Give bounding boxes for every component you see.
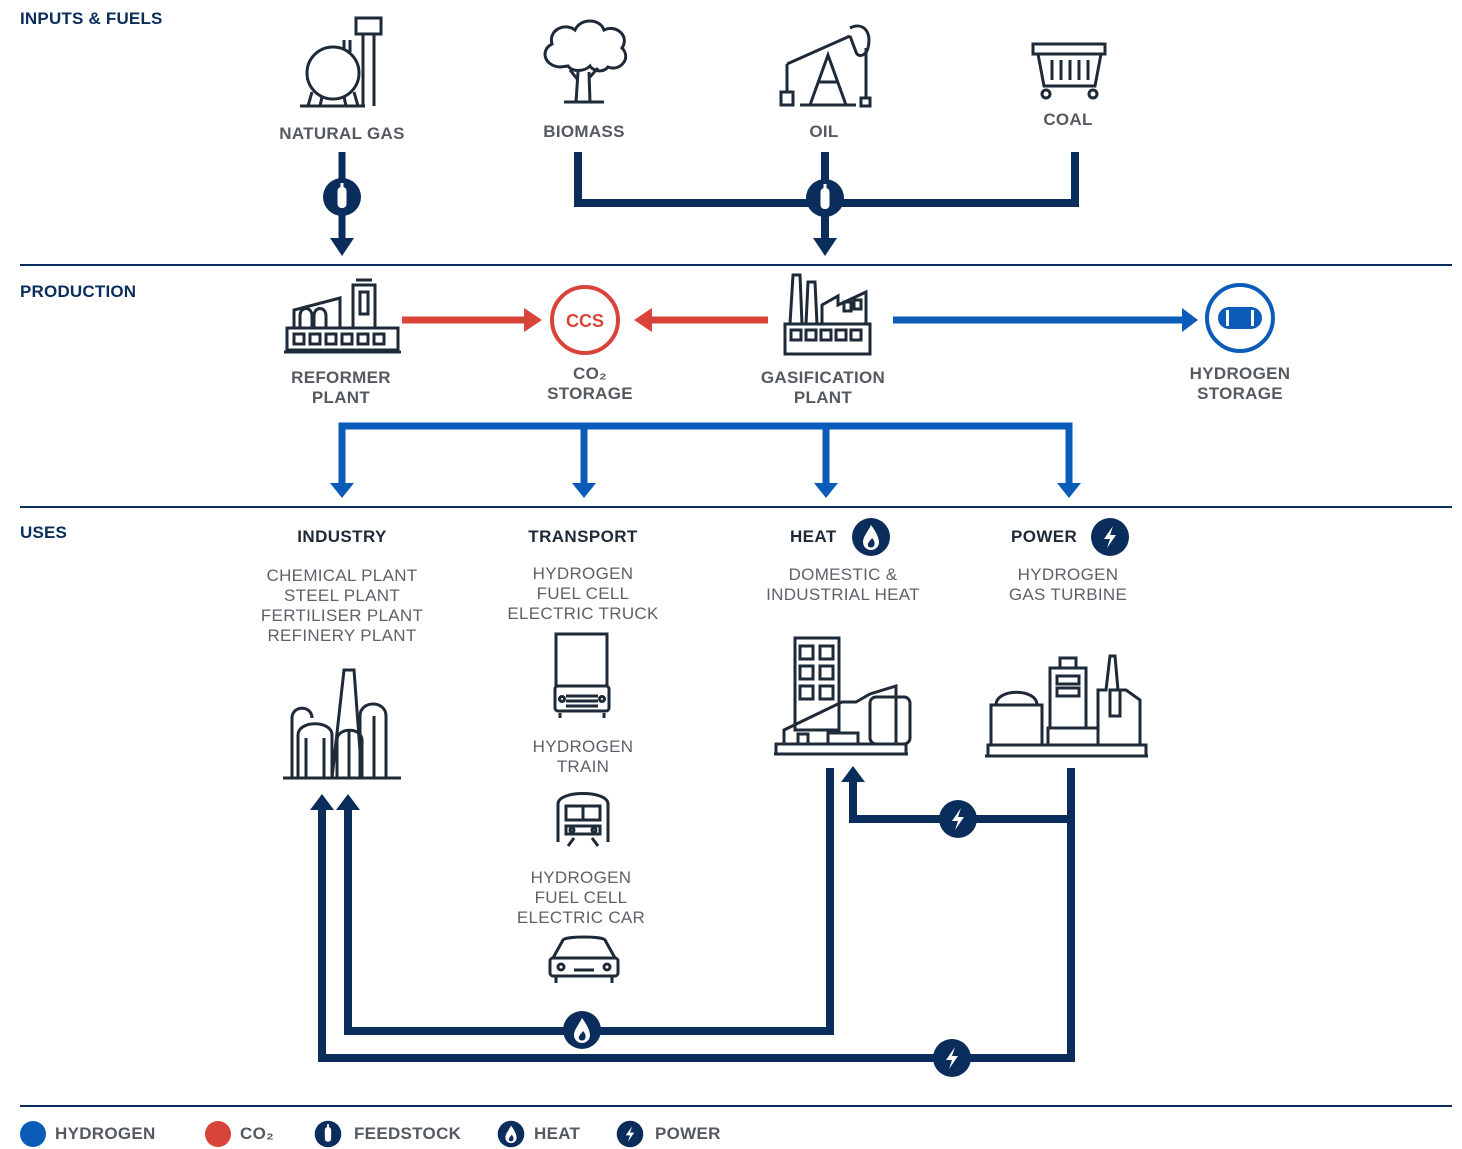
- reformer-plant-icon: [284, 278, 401, 354]
- co2-legend-dot: [205, 1121, 231, 1147]
- legend-feedstock-label: FEEDSTOCK: [354, 1124, 462, 1143]
- buildings-icon: [774, 636, 912, 756]
- natural-gas-feedstock-flow: [323, 152, 361, 256]
- truck-label: HYDROGEN FUEL CELL ELECTRIC TRUCK: [507, 564, 659, 623]
- transport-title: TRANSPORT: [528, 527, 638, 546]
- feedstock-icon: [806, 179, 844, 217]
- section-dividers: [20, 264, 1452, 1107]
- legend-heat-label: HEAT: [534, 1124, 581, 1143]
- flame-icon: [852, 518, 890, 556]
- power-items: HYDROGEN GAS TURBINE: [1008, 565, 1128, 604]
- coal-cart-icon: [1031, 42, 1107, 100]
- legend-markers: [20, 1120, 644, 1148]
- feedstock-icon: [314, 1120, 342, 1148]
- natural-gas-label: NATURAL GAS: [279, 124, 405, 143]
- power-plant-icon: [985, 654, 1148, 758]
- oil-label: OIL: [809, 122, 839, 141]
- co2-flow-arrows: [402, 308, 768, 332]
- hydrogen-to-storage-arrow: [893, 308, 1198, 332]
- heat-title: HEAT: [790, 527, 837, 546]
- lightning-icon: [939, 800, 977, 838]
- hydrogen-tank-icon: [1205, 283, 1275, 353]
- train-icon: [556, 792, 610, 847]
- industry-items: CHEMICAL PLANT STEEL PLANT FERTILISER PL…: [260, 566, 424, 645]
- power-title: POWER: [1011, 527, 1078, 546]
- car-icon: [548, 935, 620, 983]
- car-label: HYDROGEN FUEL CELL ELECTRIC CAR: [516, 868, 646, 927]
- flame-icon: [563, 1011, 601, 1049]
- heat-items: DOMESTIC & INDUSTRIAL HEAT: [766, 565, 920, 604]
- hydrogen-distribution-arrowheads: [330, 483, 1081, 498]
- hydrogen-distribution-flow: [338, 422, 1073, 485]
- ccs-icon: CCS: [550, 285, 620, 355]
- lightning-icon: [616, 1120, 644, 1148]
- feedback-arrowheads: [310, 766, 865, 810]
- feedstock-icon: [323, 178, 361, 216]
- oil-pumpjack-icon: [779, 24, 872, 108]
- natural-gas-tank-icon: [300, 16, 383, 108]
- legend-power-label: POWER: [655, 1124, 721, 1143]
- section-title-uses: USES: [20, 523, 68, 542]
- hydrogen-legend-dot: [20, 1121, 46, 1147]
- industry-refinery-icon: [283, 668, 401, 780]
- section-title-inputs: INPUTS & FUELS: [20, 9, 163, 28]
- section-title-production: PRODUCTION: [20, 282, 137, 301]
- truck-icon: [553, 632, 611, 718]
- legend-hydrogen-label: HYDROGEN: [55, 1124, 156, 1143]
- svg-text:CCS: CCS: [566, 311, 604, 331]
- lightning-icon: [1091, 518, 1129, 556]
- train-label: HYDROGEN TRAIN: [532, 737, 634, 776]
- gasification-plant-icon: [783, 273, 872, 356]
- flame-icon: [497, 1120, 525, 1148]
- lightning-icon: [933, 1039, 971, 1077]
- biomass-label: BIOMASS: [543, 122, 625, 141]
- legend-co2-label: CO₂: [240, 1124, 274, 1143]
- industry-title: INDUSTRY: [297, 527, 387, 546]
- tree-icon: [543, 19, 628, 104]
- coal-label: COAL: [1043, 110, 1093, 129]
- gasification-feedstock-flow: [574, 152, 1079, 256]
